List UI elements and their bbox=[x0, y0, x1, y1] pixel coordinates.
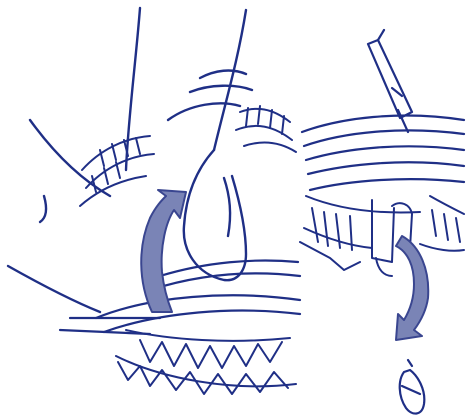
right-rotate-arrow-icon bbox=[396, 236, 428, 340]
right-tire-tread bbox=[300, 196, 464, 276]
right-panel bbox=[300, 30, 464, 414]
right-lever-tip bbox=[400, 360, 425, 414]
right-rim-lines bbox=[302, 116, 464, 190]
left-panel bbox=[8, 8, 300, 394]
left-tire-tread bbox=[80, 106, 296, 206]
left-rotate-arrow-icon bbox=[141, 190, 186, 312]
left-lower-tread bbox=[116, 330, 296, 394]
left-rim-lines bbox=[60, 261, 300, 334]
left-arm-outline bbox=[8, 8, 252, 312]
